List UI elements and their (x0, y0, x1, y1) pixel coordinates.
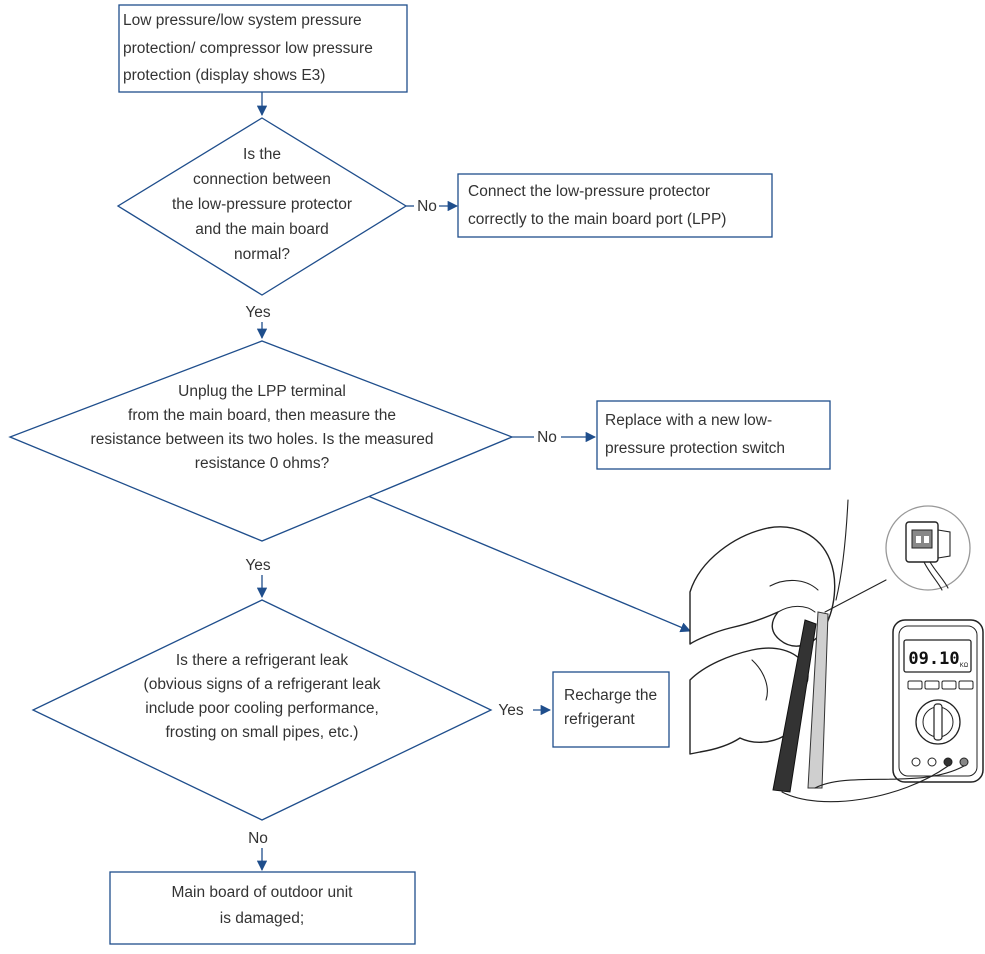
grey-lead (814, 765, 965, 789)
end-line-2: is damaged; (220, 910, 304, 927)
end-line-1: Main board of outdoor unit (172, 884, 354, 901)
a2-line-2: pressure protection switch (605, 440, 785, 457)
q1-line-4: and the main board (195, 221, 329, 238)
meter-jack-4 (959, 757, 969, 767)
end-box: Main board of outdoor unit is damaged; (109, 871, 416, 945)
grey-probe (807, 611, 829, 789)
decision-connection-check: Is the connection between the low-pressu… (116, 117, 408, 296)
multimeter: 09.10 KΩ (892, 619, 984, 783)
meter-screen (903, 639, 972, 673)
meter-reading: 09.10 (908, 649, 959, 669)
action-connect-protector: Connect the low-pressure protector corre… (457, 173, 773, 238)
q3-line-3: include poor cooling performance, (145, 700, 379, 717)
meter-jack-3 (943, 757, 953, 767)
action-recharge-refrigerant: Recharge the refrigerant (552, 671, 670, 748)
q1-no-label: No (417, 198, 437, 215)
start-box: Low pressure/low system pressure protect… (118, 4, 408, 93)
action-replace-switch: Replace with a new low- pressure protect… (596, 400, 831, 470)
q1-yes-label: Yes (245, 304, 271, 321)
decision-resistance-check: Unplug the LPP terminal from the main bo… (8, 340, 514, 542)
a3-line-2: refrigerant (564, 711, 635, 728)
start-line-2: protection/ compressor low pressure (123, 40, 373, 57)
meter-unit: KΩ (960, 663, 969, 669)
edge-q2-illustration (367, 495, 691, 633)
q3-line-4: frosting on small pipes, etc.) (166, 724, 359, 741)
probe-cable (835, 499, 849, 601)
q3-line-1: Is there a refrigerant leak (176, 652, 349, 669)
q3-line-2: (obvious signs of a refrigerant leak (144, 676, 381, 693)
q1-line-1: Is the (243, 146, 281, 163)
connectors (256, 92, 691, 872)
q1-line-2: connection between (193, 171, 331, 188)
q2-line-4: resistance 0 ohms? (195, 455, 330, 472)
a3-line-1: Recharge the (564, 687, 657, 704)
q2-line-3: resistance between its two holes. Is the… (91, 431, 434, 448)
q1-line-5: normal? (234, 246, 290, 263)
a2-line-1: Replace with a new low- (605, 412, 772, 429)
q2-line-1: Unplug the LPP terminal (178, 383, 346, 400)
q2-no-label: No (537, 429, 557, 446)
black-probe (772, 619, 817, 793)
meter-buttons (907, 680, 974, 690)
q2-yes-label: Yes (245, 557, 271, 574)
meter-jack-1 (911, 757, 921, 767)
q3-no-label: No (248, 830, 268, 847)
start-line-1: Low pressure/low system pressure (123, 12, 362, 29)
a1-line-2: correctly to the main board port (LPP) (468, 211, 726, 228)
q3-yes-label: Yes (498, 702, 524, 719)
zoom-leader (824, 579, 887, 613)
upper-hand-finger (777, 605, 816, 613)
q2-line-2: from the main board, then measure the (128, 407, 396, 424)
q1-line-3: the low-pressure protector (172, 196, 352, 213)
upper-hand (689, 526, 836, 647)
measurement-illustration: 09.10 KΩ (689, 499, 984, 803)
lpp-connector-icon (905, 521, 951, 591)
decision-refrigerant-leak: Is there a refrigerant leak (obvious sig… (31, 599, 493, 821)
meter-jack-2 (927, 757, 937, 767)
start-line-3: protection (display shows E3) (123, 67, 325, 84)
lower-hand-finger (751, 659, 768, 701)
upper-hand-finger-2 (769, 579, 819, 591)
a1-line-1: Connect the low-pressure protector (468, 183, 710, 200)
